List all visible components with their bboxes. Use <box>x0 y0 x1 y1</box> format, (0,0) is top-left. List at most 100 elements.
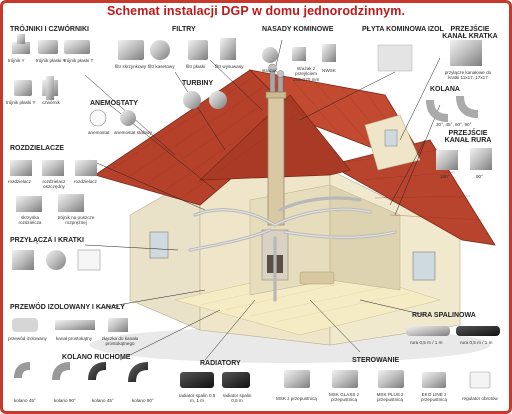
item-label: radiator spalin 0,5 m <box>222 393 252 404</box>
sofa <box>299 271 335 285</box>
plenum-tee-icon <box>58 194 84 212</box>
header-rozdzielacze: ROZDZIELACZE <box>10 145 65 152</box>
box-filter-icon <box>118 40 144 60</box>
item-label: kolano 45° <box>92 398 114 403</box>
flue-radiator-icon-1 <box>180 372 214 388</box>
msk-controller-icon <box>284 370 310 388</box>
window-left <box>149 231 169 259</box>
item-label: filtr wysuwany <box>215 64 244 69</box>
item-label: przewód izolowany <box>8 336 47 341</box>
header-rura: RURA SPALINOWA <box>412 312 476 319</box>
header-nasady: NASADY KOMINOWE <box>262 26 334 33</box>
chimney-plate-icon <box>377 44 413 72</box>
elbow-icon <box>426 95 479 122</box>
adjustable-elbow-icon-3 <box>88 362 107 381</box>
speed-regulator-icon <box>469 371 491 389</box>
item-label: strażak <box>262 68 277 73</box>
cowl-nwsk-icon <box>322 44 336 62</box>
item-label: kolano 90° <box>54 398 76 403</box>
header-sterowanie: STEROWANIE <box>352 357 400 364</box>
item-label: trójnik na puszcze rozprężnej <box>57 215 95 226</box>
dormer-window <box>384 129 398 147</box>
diagram-title: Schemat instalacji DGP w domu jednorodzi… <box>106 4 406 18</box>
steel-diffuser-icon <box>120 110 136 126</box>
item-label: kanał prostokątny <box>56 336 93 341</box>
turbine-icon-2 <box>209 91 227 109</box>
channel-coupling-icon <box>108 318 128 332</box>
item-label: trójnik płaski T <box>64 58 94 63</box>
item-label: złączka do kanału prostokątnego <box>101 336 139 347</box>
insulated-duct-icon <box>12 318 38 332</box>
eko-line-controller-icon <box>422 372 446 388</box>
adjustable-elbow-icon-1 <box>14 362 31 379</box>
item-label: MSK GLASS z przepustnicą <box>328 392 360 403</box>
item-label: 90° <box>476 174 483 179</box>
connector-icon-1 <box>12 250 34 270</box>
header-anemostaty: ANEMOSTATY <box>90 100 138 107</box>
cowl-transition-icon <box>292 47 306 61</box>
item-label: skrzynka rozdzielcza <box>18 215 42 226</box>
adjustable-elbow-icon-2 <box>52 362 71 381</box>
slide-filter-icon <box>220 38 236 60</box>
header-plyta: PŁYTA KOMINOWA IZOL <box>362 26 444 33</box>
header-kolana: KOLANA <box>430 86 460 93</box>
item-label: 180° <box>440 174 450 179</box>
item-label: kolano 45° <box>14 398 36 403</box>
cowl-head-2 <box>276 70 285 78</box>
distribution-box-icon <box>16 196 42 212</box>
rect-channel-icon <box>55 320 95 330</box>
distributor-icon-2 <box>42 160 64 176</box>
flue-pipe-icon-2 <box>456 326 500 336</box>
item-label: rozdzielacz <box>74 179 97 184</box>
cassette-filter-icon <box>150 40 170 60</box>
diffuser-icon <box>89 109 107 127</box>
flat-tee-y-icon <box>38 40 58 54</box>
header-radiatory: RADIATORY <box>200 360 241 367</box>
flat-filter-icon <box>188 40 208 60</box>
item-label: trójnik Y <box>8 58 25 63</box>
cowl-strazak-icon <box>262 47 278 63</box>
tee-fitting-icon <box>12 34 30 54</box>
item-label: MSK z przepustnicą <box>276 396 317 401</box>
adjustable-elbow-icon-4 <box>128 362 149 383</box>
cross-fitting-icon <box>42 76 58 100</box>
distributor-icon-3 <box>75 160 97 176</box>
item-label: filtr skrzynkowy <box>115 64 147 69</box>
connector-icon-2 <box>46 250 66 270</box>
header-kolano-ruchome: KOLANO RUCHOME <box>62 354 131 361</box>
item-label: strażak z przejściem 140x270 mm <box>292 66 320 82</box>
item-label: przyłącze kanałowe do kratki 11x17, 17x1… <box>444 70 492 81</box>
flue-pipe-icon-1 <box>406 326 450 336</box>
item-label: NWSK <box>322 68 336 73</box>
item-label: rozdzielacz <box>8 179 31 184</box>
header-turbiny: TURBINY <box>182 80 214 87</box>
item-label: rura 0,5 m / 1 m <box>460 340 493 345</box>
item-label: anemostat stalowy <box>114 130 153 135</box>
leader-lines <box>84 39 441 361</box>
header-przejscie-rura: PRZEJŚCIE KANAŁ RURA <box>444 130 492 144</box>
header-przylacza: PRZYŁĄCZA I KRATKI <box>10 237 84 244</box>
item-label: filtr płaski <box>186 64 206 69</box>
item-label: kolano 90° <box>132 398 154 403</box>
item-label: trójnik płaski Y <box>6 100 36 105</box>
item-label: EKO LINE z przepustnicą <box>420 392 448 403</box>
header-trojniki: TRÓJNIKI I CZWÓRNIKI <box>10 26 89 33</box>
item-label: filtr kasetowy <box>148 64 175 69</box>
item-label: trójnik płaski Y <box>36 58 66 63</box>
item-label: radiator spalin 0,5 m, 1 m <box>178 393 216 404</box>
window-right <box>412 251 436 281</box>
item-label: rozdzielacz oszczędny <box>42 179 66 190</box>
chimney-cap <box>265 91 287 99</box>
turbine-icon-1 <box>183 91 201 109</box>
flat-tee-t-icon <box>64 40 90 54</box>
item-label: czwórnik <box>42 100 60 105</box>
item-label: MSK PLUS z przepustnicą <box>376 392 404 403</box>
duct-grille-adapter-icon <box>450 40 482 66</box>
header-przejscie-kratka: PRZEJŚCIE KANAŁ KRATKA <box>442 26 498 40</box>
header-przewod: PRZEWÓD IZOLOWANY I KANAŁY <box>10 304 125 311</box>
msk-glass-controller-icon <box>332 370 358 388</box>
duct-pipe-adapter-180-icon <box>436 150 458 170</box>
duct-pipe-adapter-90-icon <box>470 148 492 170</box>
flue-radiator-icon-2 <box>222 372 250 388</box>
